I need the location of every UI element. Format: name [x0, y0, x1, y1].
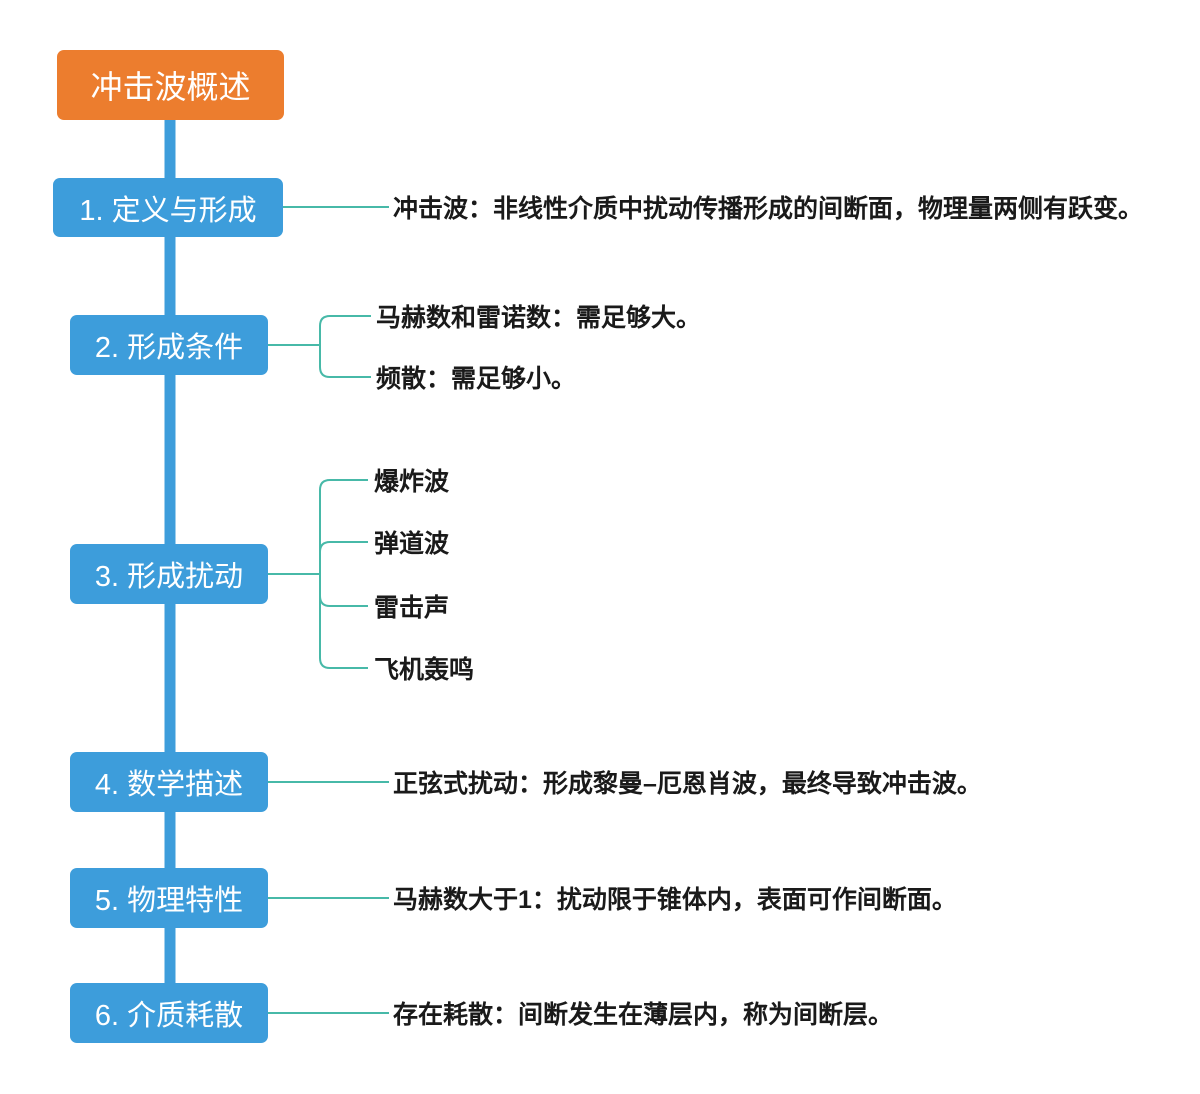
topic-node-3[interactable]: 3. 形成扰动 — [70, 544, 268, 604]
topic-node-6[interactable]: 6. 介质耗散 — [70, 983, 268, 1043]
leaf-node-3-1[interactable]: 爆炸波 — [374, 468, 450, 496]
connector-node3-child4 — [319, 574, 368, 669]
topic-node-5-label: 5. 物理特性 — [94, 885, 244, 917]
connector-node3-child3 — [319, 574, 368, 607]
leaf-node-4-1[interactable]: 正弦式扰动：形成黎曼–厄恩肖波，最终导致冲击波。 — [393, 770, 982, 798]
topic-node-1-label: 1. 定义与形成 — [79, 194, 257, 227]
topic-node-5[interactable]: 5. 物理特性 — [70, 868, 268, 928]
topic-node-3-label: 3. 形成扰动 — [94, 561, 244, 593]
connector-node2-child2 — [319, 345, 371, 378]
leaf-node-2-2[interactable]: 频散：需足够小。 — [376, 365, 577, 393]
connector-node3-child2 — [319, 541, 368, 574]
leaf-node-3-2[interactable]: 弹道波 — [374, 530, 450, 558]
topic-node-4-label: 4. 数学描述 — [94, 769, 244, 801]
topic-node-2-label: 2. 形成条件 — [94, 332, 244, 364]
root-node-label: 冲击波概述 — [90, 69, 251, 105]
leaf-node-5-1[interactable]: 马赫数大于1：扰动限于锥体内，表面可作间断面。 — [393, 886, 957, 914]
topic-node-4[interactable]: 4. 数学描述 — [70, 752, 268, 812]
leaf-node-2-1[interactable]: 马赫数和雷诺数：需足够大。 — [376, 304, 702, 332]
topic-node-6-label: 6. 介质耗散 — [94, 1000, 244, 1032]
leaf-node-3-4[interactable]: 飞机轰鸣 — [374, 656, 475, 684]
leaf-node-6-1[interactable]: 存在耗散：间断发生在薄层内，称为间断层。 — [393, 1001, 894, 1029]
connector-node3-child1 — [319, 479, 368, 574]
leaf-node-3-3[interactable]: 雷击声 — [374, 594, 450, 622]
leaf-node-1-1[interactable]: 冲击波：非线性介质中扰动传播形成的间断面，物理量两侧有跃变。 — [393, 195, 1144, 223]
topic-node-2[interactable]: 2. 形成条件 — [70, 315, 268, 375]
connector-node2-child1 — [319, 315, 371, 345]
root-node[interactable]: 冲击波概述 — [57, 50, 284, 120]
topic-node-1[interactable]: 1. 定义与形成 — [53, 178, 283, 237]
